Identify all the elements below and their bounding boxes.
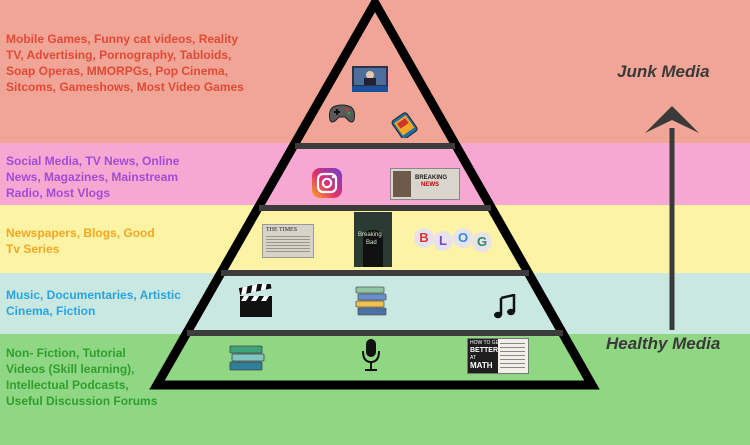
breaking-bad-line2: Bad (366, 240, 377, 246)
blog-letter-g: G (472, 232, 492, 252)
breaking-bad-line1: Breaking (358, 232, 382, 238)
breaking-bad-poster: Breaking Bad (354, 212, 392, 267)
math-book-dark-panel (468, 339, 498, 373)
math-book-line1: HOW TO GET (470, 340, 503, 346)
smartphone-game-icon (391, 112, 418, 138)
clapperboard-icon (239, 284, 272, 317)
instagram-icon (312, 168, 342, 198)
books-stack-icon (355, 286, 387, 316)
math-book-cover: HOW TO GET BETTER AT MATH (467, 338, 529, 374)
pyramid-outline (149, 0, 600, 390)
gamepad-icon (328, 104, 356, 123)
tv-screenshot-icon (352, 66, 388, 92)
newspapers-list: Newspapers, Blogs, Good Tv Series (6, 226, 155, 256)
blog-icon: B L O G (414, 228, 494, 252)
blog-letter-b: B (414, 228, 434, 248)
healthy-media-list: Non- Fiction, Tutorial Videos (Skill lea… (6, 346, 158, 408)
social-media-list: Social Media, TV News, Online News, Maga… (6, 154, 180, 200)
blog-letter-l: L (433, 231, 453, 251)
junk-media-list: Mobile Games, Funny cat videos, Reality … (6, 32, 244, 94)
math-book-line2: BETTER (470, 347, 498, 354)
news-anchor-image (393, 171, 411, 197)
microphone-icon (362, 339, 380, 371)
books-icon (229, 345, 265, 371)
healthy-media-label: Healthy Media (606, 334, 721, 353)
newspaper-masthead: THE TIMES (266, 227, 298, 233)
breaking-news-title: BREAKING (415, 175, 448, 181)
breaking-news-subtitle: NEWS (421, 182, 439, 188)
math-book-line4: MATH (470, 361, 493, 370)
breaking-news-thumbnail: BREAKING NEWS (390, 168, 460, 200)
arrow-head-icon (645, 106, 699, 133)
math-book-line3: AT (470, 355, 477, 361)
junk-media-label: Junk Media (617, 62, 710, 81)
math-book-notes (500, 343, 525, 369)
music-list: Music, Documentaries, Artistic Cinema, F… (6, 288, 181, 318)
newspaper-thumbnail: THE TIMES (262, 224, 314, 258)
newspaper-columns (266, 236, 310, 254)
blog-letter-o: O (453, 228, 473, 248)
band-social (0, 143, 750, 205)
poster-figure (363, 230, 383, 267)
music-note-icon (494, 294, 516, 319)
